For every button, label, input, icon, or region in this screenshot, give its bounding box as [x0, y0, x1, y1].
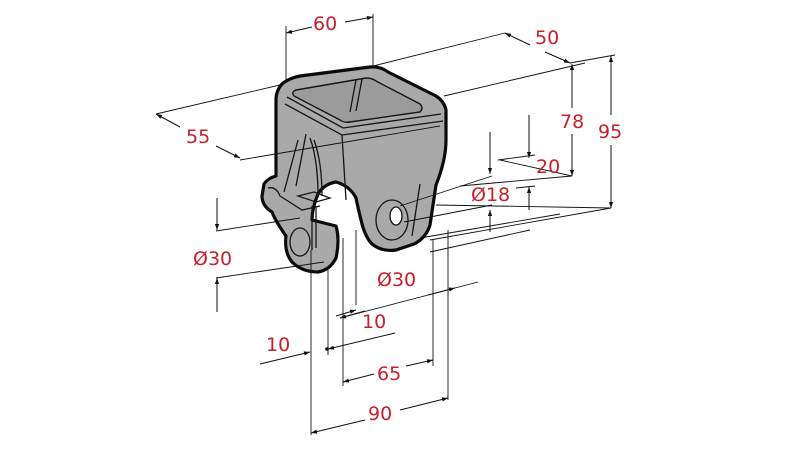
part-body [260, 65, 448, 274]
dim-label-side-depth: 55 [186, 126, 210, 148]
dim-label-overall-width: 90 [368, 403, 392, 425]
dim-label-inner-span: 65 [377, 363, 401, 385]
dim-label-left-boss: Ø30 [193, 248, 232, 270]
dim-label-small-bore: Ø18 [471, 184, 510, 206]
dim-label-right-boss: Ø30 [377, 269, 416, 291]
dim-label-top-width: 60 [313, 13, 337, 35]
dim-label-height-to-bore: 78 [560, 111, 584, 133]
dim-label-top-depth: 50 [535, 27, 559, 49]
dimension-lines [155, 14, 616, 435]
dim-label-slot-lower: 10 [266, 334, 290, 356]
dim-label-overall-height: 95 [598, 121, 622, 143]
dim-label-slot-upper: 10 [362, 311, 386, 333]
bore-hole [389, 206, 403, 226]
dim-label-bore-offset: 20 [536, 156, 560, 178]
dimension-labels: 60 50 55 78 95 20 Ø18 Ø30 Ø30 10 10 65 9… [186, 13, 622, 425]
